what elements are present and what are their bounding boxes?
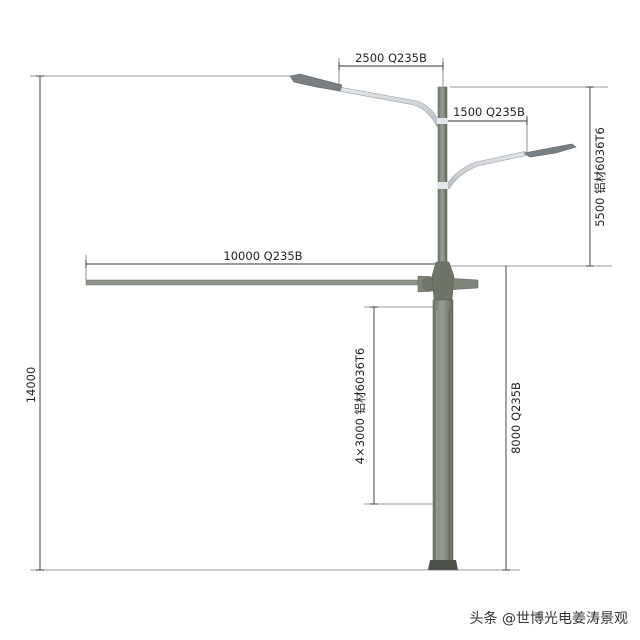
pole-collar-upper xyxy=(437,118,448,124)
pole-junction xyxy=(431,261,455,301)
long-arm xyxy=(85,275,479,293)
lamp-arms xyxy=(337,86,529,190)
label-long-arm: 10000 Q235B xyxy=(223,249,302,263)
long-arm-bar xyxy=(85,279,427,286)
upper-lamp-head xyxy=(523,143,577,158)
label-total-height: 14000 xyxy=(24,367,38,404)
dimension-labels: 2500 Q235B 1500 Q235B 10000 Q235B 14000 … xyxy=(24,51,607,464)
top-lamp-head xyxy=(289,73,343,92)
lamp-heads xyxy=(289,73,577,158)
label-top-arm: 2500 Q235B xyxy=(355,51,427,65)
label-sections: 4×3000 铝材6036T6 xyxy=(353,348,367,464)
pole-collar-mid xyxy=(437,182,448,189)
label-upper-section: 5500 铝材6036T6 xyxy=(593,127,607,227)
watermark: 头条 @世博光电姜涛景观 xyxy=(469,611,628,627)
arm-connector xyxy=(422,276,434,292)
dimension-lines xyxy=(36,62,594,571)
pole-lower-section xyxy=(432,299,454,563)
label-lower-height: 8000 Q235B xyxy=(509,382,523,454)
upper-lamp-arm xyxy=(445,150,529,190)
extension-lines xyxy=(30,58,612,571)
pole-upper-section xyxy=(437,86,448,266)
pole xyxy=(428,86,458,570)
pole-base xyxy=(428,560,458,570)
label-upper-arm: 1500 Q235B xyxy=(453,105,525,119)
top-lamp-arm xyxy=(337,86,443,128)
